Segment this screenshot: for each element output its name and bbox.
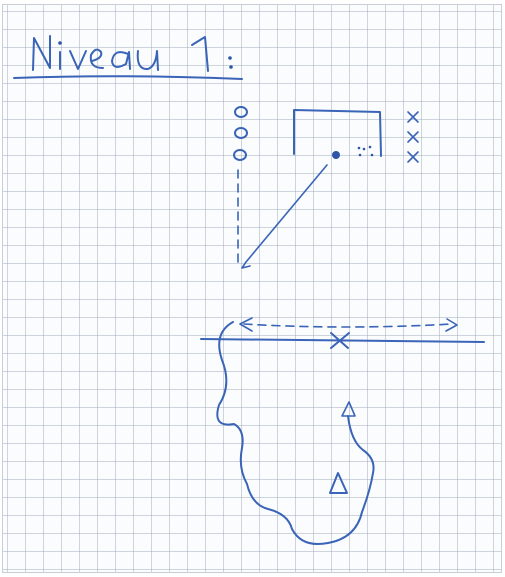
graph-paper-sheet [2, 4, 502, 573]
cross-marker-icon [407, 111, 419, 123]
circle-marker-icon-group [233, 106, 248, 161]
arrow-head-left [239, 317, 253, 332]
circle-marker-icon [234, 127, 248, 139]
arrow-head-up [341, 401, 356, 417]
dashed-arrow [243, 323, 453, 328]
cross-marker-icon [330, 332, 350, 349]
circle-marker-icon [233, 149, 247, 161]
arrow-head-right [445, 318, 458, 332]
pass-line [241, 164, 328, 269]
goal-box [293, 109, 382, 157]
ball-icon [332, 151, 340, 159]
cross-marker-icon [407, 151, 419, 163]
triangle-icon [329, 472, 348, 494]
circle-marker-icon [234, 106, 248, 118]
handwritten-title [13, 35, 243, 80]
zone-outline [216, 321, 375, 545]
cross-marker-icon-group [407, 111, 419, 163]
cross-marker-icon [407, 131, 419, 143]
player-dots [357, 145, 374, 157]
